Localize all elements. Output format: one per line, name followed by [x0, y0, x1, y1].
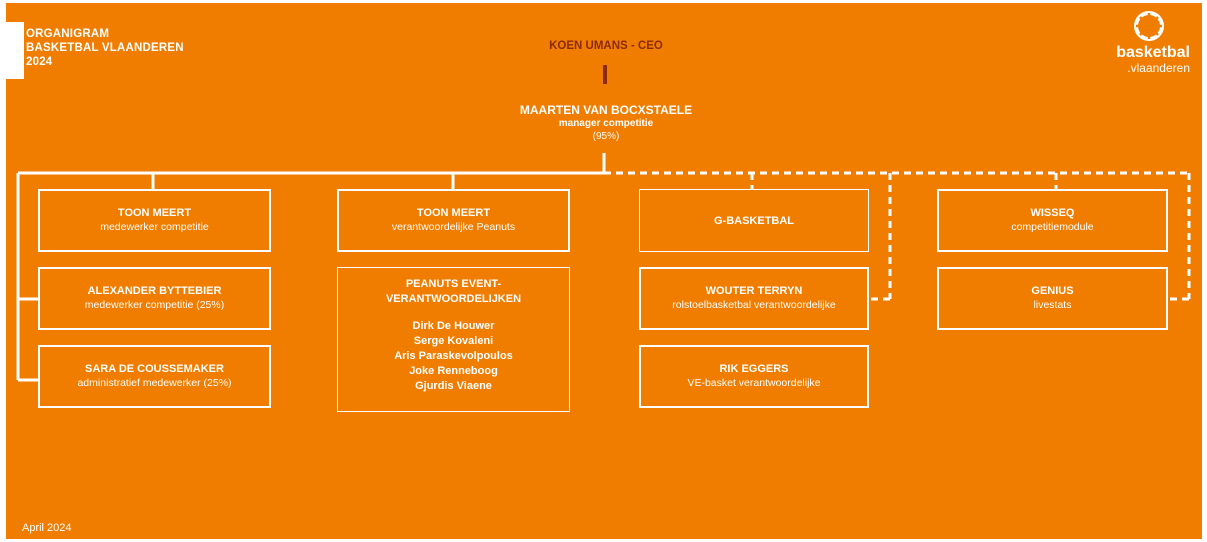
box-subtitle: livestats [1033, 299, 1072, 311]
manager-node: MAARTEN VAN BOCXSTAELE manager competiti… [446, 103, 766, 143]
person-name: Gjurdis Viaene [415, 380, 492, 392]
person-name: Aris Paraskevolpoulos [394, 350, 513, 362]
logo-text-sub: .vlaanderen [1127, 61, 1190, 75]
title-line-3: 2024 [26, 56, 53, 68]
box-title: PEANUTS EVENT- VERANTWOORDELIJKEN [338, 277, 569, 307]
box-g-basketbal: G-BASKETBAL [639, 189, 869, 252]
box-subtitle: medewerker competitie [100, 221, 209, 233]
manager-percentage: (95%) [592, 131, 620, 142]
ceo-connector [603, 65, 607, 84]
connector-lines [16, 153, 1191, 382]
box-title-line-2: VERANTWOORDELIJKEN [385, 293, 522, 305]
box-subtitle: verantwoordelijke Peanuts [391, 221, 516, 233]
box-title: ALEXANDER BYTTEBIER [87, 285, 222, 297]
box-subtitle: competitiemodule [1011, 221, 1094, 233]
title-line-2: BASKETBAL VLAANDEREN [26, 42, 184, 54]
box-title: TOON MEERT [117, 207, 192, 219]
title-accent-bar [6, 22, 24, 79]
box-peanuts-event-verantwoordelijken: PEANUTS EVENT- VERANTWOORDELIJKEN Dirk D… [337, 267, 570, 412]
box-rik-eggers: RIK EGGERS VE-basket verantwoordelijke [639, 345, 869, 408]
chart-title: ORGANIGRAM BASKETBAL VLAANDEREN 2024 [26, 27, 184, 69]
box-subtitle: administratief medewerker (25%) [77, 377, 232, 389]
person-name: Joke Renneboog [409, 365, 498, 377]
box-title: RIK EGGERS [719, 363, 789, 375]
box-title-line-1: PEANUTS EVENT- [405, 278, 502, 290]
logo-text-main: basketbal [1116, 44, 1190, 61]
box-genius: GENIUS livestats [937, 267, 1168, 330]
box-sara-de-coussemaker: SARA DE COUSSEMAKER administratief medew… [38, 345, 271, 408]
box-alexander-byttebier: ALEXANDER BYTTEBIER medewerker competiti… [38, 267, 271, 330]
basketbal-vlaanderen-logo: basketbal .vlaanderen [1086, 11, 1192, 75]
people-list: Dirk De Houwer Serge Kovaleni Aris Paras… [338, 319, 569, 394]
box-toon-meert-peanuts: TOON MEERT verantwoordelijke Peanuts [337, 189, 570, 252]
box-title: WOUTER TERRYN [705, 285, 803, 297]
person-name: Serge Kovaleni [413, 335, 494, 347]
ceo-label: KOEN UMANS - CEO [549, 40, 663, 52]
box-subtitle: medewerker competitie (25%) [84, 299, 225, 311]
manager-role: manager competitie [558, 118, 654, 129]
logo-ball-icon [1134, 11, 1164, 41]
box-subtitle: rolstoelbasketbal verantwoordelijke [672, 299, 836, 311]
footer-date: April 2024 [22, 522, 72, 534]
box-toon-meert-competitie: TOON MEERT medewerker competitie [38, 189, 271, 252]
box-wouter-terryn: WOUTER TERRYN rolstoelbasketbal verantwo… [639, 267, 869, 330]
person-name: Dirk De Houwer [412, 320, 495, 332]
org-chart-slide: ORGANIGRAM BASKETBAL VLAANDEREN 2024 KOE… [6, 3, 1202, 539]
box-title: SARA DE COUSSEMAKER [85, 363, 224, 375]
box-title: G-BASKETBAL [713, 215, 795, 227]
box-title: TOON MEERT [416, 207, 491, 219]
box-subtitle: VE-basket verantwoordelijke [687, 377, 821, 389]
box-wisseq: WISSEQ competitiemodule [937, 189, 1168, 252]
title-line-1: ORGANIGRAM [26, 28, 110, 40]
box-title: GENIUS [1031, 285, 1074, 297]
manager-name: MAARTEN VAN BOCXSTAELE [519, 103, 693, 117]
box-title: WISSEQ [1030, 207, 1075, 219]
